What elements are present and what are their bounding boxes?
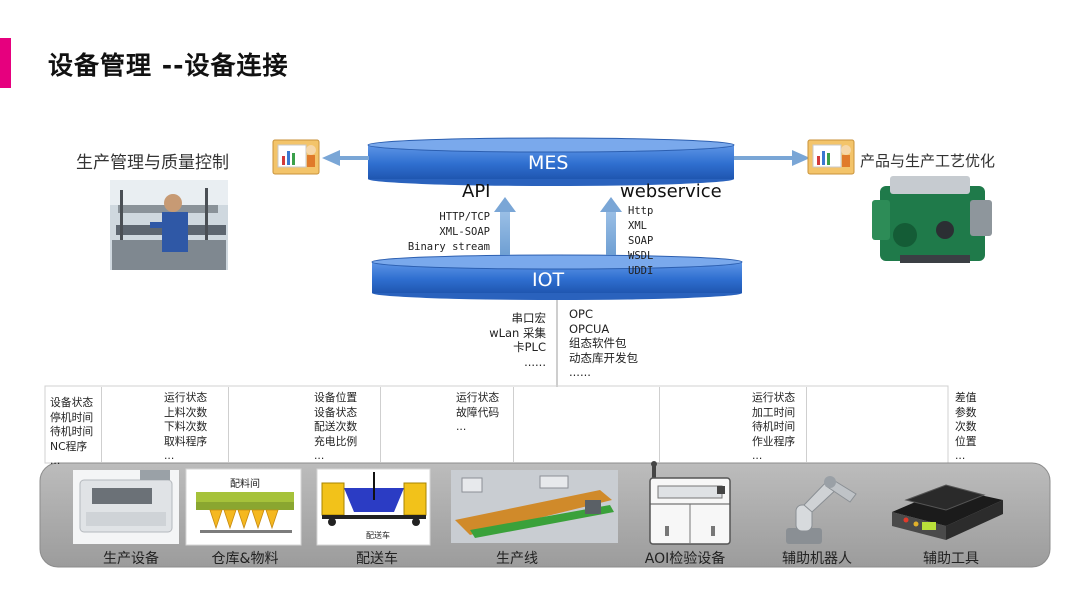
data-item: ... (955, 449, 966, 462)
iot-method-item: wLan 采集 (489, 325, 546, 340)
table-divider (101, 387, 102, 462)
production-line-image (451, 470, 618, 543)
data-item: ... (164, 449, 175, 462)
title-accent-bar (0, 38, 11, 88)
iot-collection-methods-right: OPC OPCUA 组态软件包 动态库开发包 ...... (569, 307, 638, 380)
iot-method-item: OPC (569, 307, 594, 321)
data-item: 运行状态 (456, 391, 500, 404)
report-icon-left (272, 139, 320, 175)
data-column-production-equipment: 设备状态 停机时间 待机时间 NC程序 ... (50, 396, 93, 469)
webservice-protocol-list: Http XML SOAP WSDL UDDI (628, 204, 653, 279)
data-item: 位置 (955, 434, 977, 448)
data-item: ... (456, 420, 467, 433)
api-protocol-item: HTTP/TCP (439, 211, 490, 223)
table-divider (806, 387, 807, 462)
mes-label: MES (528, 152, 569, 174)
iot-method-item: 卡PLC (513, 340, 546, 354)
equipment-label-delivery-vehicle: 配送车 (356, 551, 398, 567)
data-item: 次数 (955, 420, 977, 433)
api-protocol-item: XML-SOAP (439, 226, 490, 238)
data-item: 参数 (955, 405, 977, 419)
table-divider (513, 387, 514, 462)
data-item: 加工时间 (752, 405, 796, 419)
data-item: 待机时间 (50, 425, 94, 438)
table-divider (659, 387, 660, 462)
data-column-tool: 差值 参数 次数 位置 ... (955, 391, 977, 464)
data-column-warehouse: 运行状态 上料次数 下料次数 取料程序 ... (164, 391, 207, 464)
webservice-protocol-item: SOAP (628, 235, 654, 247)
data-item: 设备状态 (50, 396, 94, 409)
data-item: 差值 (955, 391, 977, 404)
data-item: 配送次数 (314, 420, 358, 433)
webservice-protocol-item: XML (628, 220, 647, 232)
api-protocol-list: HTTP/TCP XML-SOAP Binary stream (400, 210, 490, 255)
data-item: ... (314, 449, 325, 462)
webservice-up-arrow (600, 197, 622, 255)
iot-collection-methods-left: 串口宏 wLan 采集 卡PLC ...... (470, 311, 546, 369)
data-item: 下料次数 (164, 420, 208, 433)
equipment-label-tool: 辅助工具 (923, 551, 979, 567)
robot-arm-image (786, 476, 857, 544)
iot-bus (371, 254, 743, 300)
data-item: ... (50, 454, 61, 467)
warehouse-image (185, 468, 302, 546)
tool-device-image (892, 484, 1003, 540)
data-item: 设备状态 (314, 405, 358, 419)
table-divider (380, 387, 381, 462)
left-module-label: 生产管理与质量控制 (76, 153, 229, 173)
iot-method-item: 串口宏 (511, 311, 547, 325)
api-up-arrow (494, 197, 516, 255)
data-item: 取料程序 (164, 434, 208, 448)
iot-method-item: ...... (524, 354, 546, 369)
equipment-label-aoi: AOI检验设备 (644, 551, 726, 567)
page-title: 设备管理 --设备连接 (48, 51, 289, 80)
data-item: 设备位置 (314, 391, 358, 404)
data-item: 停机时间 (50, 410, 94, 424)
data-item: 故障代码 (456, 405, 500, 419)
data-item: 充电比例 (314, 434, 358, 448)
webservice-protocol-item: WSDL (628, 250, 654, 262)
mes-left-arrow (322, 150, 369, 166)
data-item: 运行状态 (164, 391, 208, 404)
iot-method-item: 组态软件包 (569, 336, 627, 350)
data-item: 作业程序 (752, 434, 796, 448)
equipment-label-production-equipment: 生产设备 (103, 551, 159, 567)
api-protocol-item: Binary stream (407, 241, 490, 253)
iot-method-item: OPCUA (569, 321, 610, 336)
iot-method-item: 动态库开发包 (569, 350, 638, 365)
data-item: 运行状态 (752, 391, 796, 404)
right-module-label: 产品与生产工艺优化 (860, 152, 996, 170)
data-item: ... (752, 449, 763, 462)
mes-bus (367, 137, 735, 186)
data-column-delivery-vehicle: 设备位置 设备状态 配送次数 充电比例 ... (314, 391, 357, 464)
table-divider (228, 387, 229, 462)
equipment-label-robot: 辅助机器人 (782, 551, 852, 567)
factory-worker-photo (110, 180, 228, 270)
iot-method-item: ...... (569, 365, 591, 379)
data-column-robot: 运行状态 加工时间 待机时间 作业程序 ... (752, 391, 795, 464)
webservice-protocol-item: Http (628, 205, 654, 217)
data-item: 上料次数 (164, 405, 208, 419)
delivery-vehicle-image (316, 468, 431, 546)
equipment-label-production-line: 生产线 (496, 551, 538, 567)
production-machine-image (73, 470, 179, 544)
iot-label: IOT (532, 269, 565, 291)
data-item: NC程序 (50, 439, 88, 453)
webservice-label: webservice (620, 181, 722, 202)
data-item: 待机时间 (752, 420, 796, 433)
equipment-label-warehouse: 仓库&物料 (211, 551, 279, 567)
aoi-machine-image (649, 461, 731, 545)
mes-right-arrow (734, 150, 810, 166)
webservice-protocol-item: UDDI (628, 265, 654, 277)
report-icon-right (807, 139, 855, 175)
engine-photo (872, 176, 992, 263)
warehouse-image-text: 配料间 (230, 479, 260, 490)
data-column-production-line: 运行状态 故障代码 ... (456, 391, 499, 435)
vehicle-image-text: 配送车 (366, 531, 390, 540)
api-label: API (462, 181, 491, 202)
